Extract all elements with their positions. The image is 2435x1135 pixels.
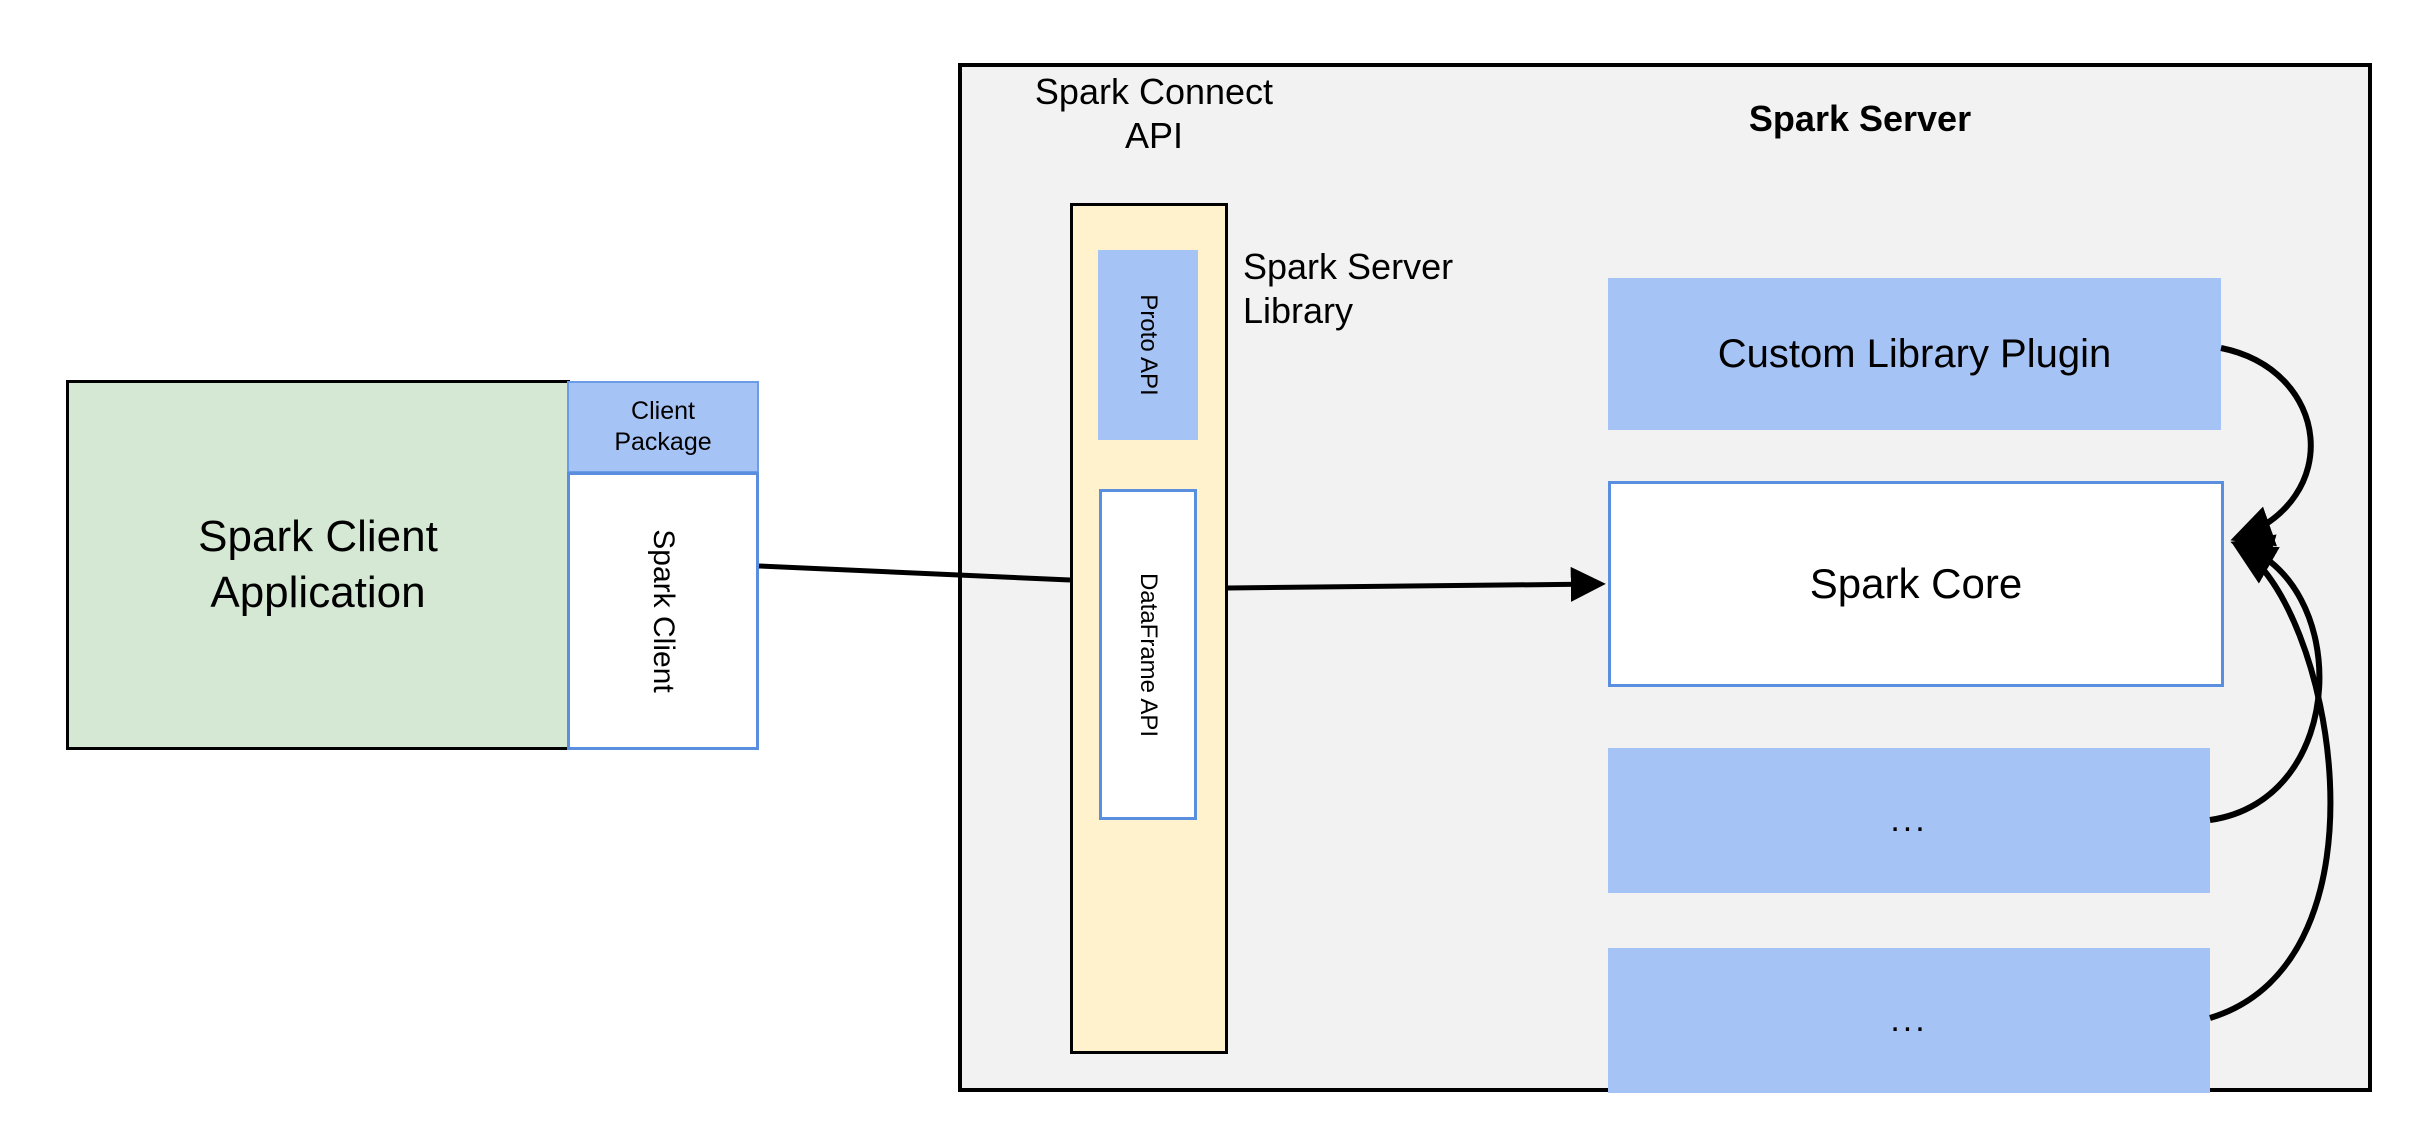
ellipsis-box-2[interactable]: ... (1608, 948, 2210, 1093)
spark-client-box[interactable]: Spark Client (567, 472, 759, 750)
spark-core-box[interactable]: Spark Core (1608, 481, 2224, 687)
spark-server-library-label-line2: Library (1243, 289, 1354, 331)
spark-connect-api-label: Spark Connect API (1009, 70, 1299, 158)
spark-server-library-label: Spark Server Library (1243, 245, 1543, 333)
dataframe-api-box[interactable]: DataFrame API (1099, 489, 1197, 820)
ellipsis-box-2-label: ... (1890, 1001, 1928, 1039)
spark-client-application-label-line2: Application (210, 568, 426, 617)
custom-library-plugin-label: Custom Library Plugin (1717, 331, 2112, 376)
ellipsis-box-1[interactable]: ... (1608, 748, 2210, 893)
spark-client-application-box[interactable]: Spark Client Application (66, 380, 570, 750)
dataframe-api-label: DataFrame API (1135, 572, 1162, 737)
client-package-box[interactable]: Client Package (567, 381, 759, 473)
proto-api-box[interactable]: Proto API (1098, 250, 1198, 440)
spark-connect-api-label-line2: API (1124, 114, 1184, 156)
ellipsis-box-1-label: ... (1890, 801, 1928, 839)
spark-client-application-label-line1: Spark Client (198, 511, 438, 561)
client-package-label-line2: Package (614, 428, 712, 456)
spark-connect-api-label-line1: Spark Connect (1034, 71, 1274, 112)
spark-core-label: Spark Core (1809, 560, 2023, 607)
spark-server-library-label-line1: Spark Server (1243, 246, 1454, 287)
proto-api-label: Proto API (1135, 294, 1162, 396)
client-package-label-line1: Client (631, 396, 695, 425)
custom-library-plugin-box[interactable]: Custom Library Plugin (1608, 278, 2221, 430)
spark-client-label: Spark Client (647, 529, 680, 693)
spark-server-title: Spark Server (1748, 98, 1972, 139)
